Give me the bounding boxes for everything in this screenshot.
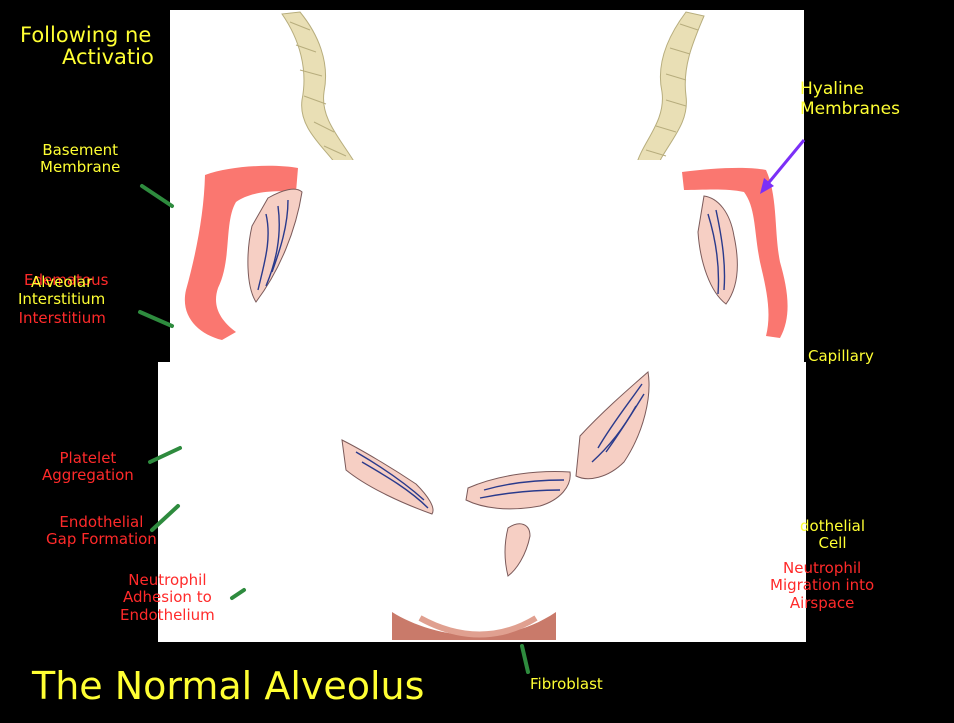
epithelium-right bbox=[636, 12, 704, 170]
label-capillary: Capillary bbox=[808, 348, 874, 365]
epithelium-left bbox=[282, 12, 358, 170]
label-basement-membrane: Basement Membrane bbox=[40, 142, 120, 177]
label-alveolar-interstitium: Alveolar Interstitium bbox=[18, 274, 105, 309]
label-endothelial-cell: dothelial Cell bbox=[800, 518, 865, 553]
label-hyaline-membranes: Hyaline Membranes bbox=[800, 80, 900, 119]
label-neutrophil-adhesion: Neutrophil Adhesion to Endothelium bbox=[120, 572, 215, 624]
label-platelet-aggregation: Platelet Aggregation bbox=[42, 450, 134, 485]
heading-line-1: Following ne bbox=[20, 24, 154, 46]
label-fibroblast: Fibroblast bbox=[530, 676, 603, 693]
slide-title: The Normal Alveolus bbox=[32, 664, 424, 708]
label-neutrophil-migration: Neutrophil Migration into Airspace bbox=[770, 560, 874, 612]
heading-line-2: Activatio bbox=[20, 46, 154, 68]
hyaline-arrow bbox=[766, 140, 804, 186]
slide-heading: Following ne Activatio bbox=[20, 24, 154, 68]
label-endothelial-gap-formation: Endothelial Gap Formation bbox=[46, 514, 157, 549]
